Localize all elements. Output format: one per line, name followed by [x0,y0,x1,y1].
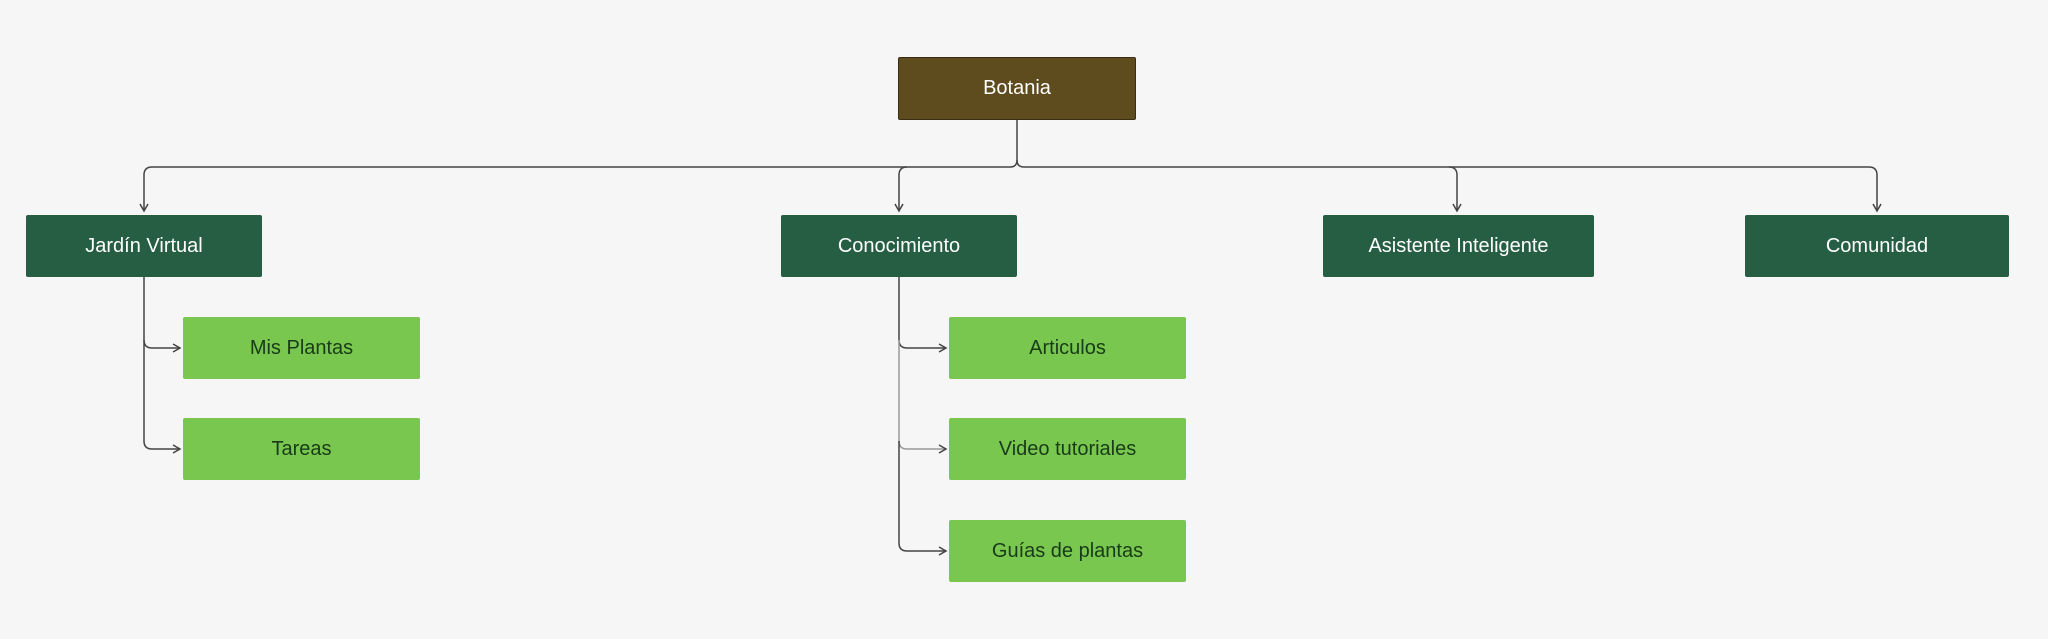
section-node-comunidad[interactable]: Comunidad [1745,215,2009,277]
node-label: Comunidad [1825,234,1929,257]
section-node-conocimiento[interactable]: Conocimiento [781,215,1017,277]
node-label: Articulos [1029,336,1106,359]
node-label: Video tutoriales [998,437,1137,460]
leaf-node-video-tutoriales[interactable]: Video tutoriales [949,418,1186,480]
root-node-botania[interactable]: Botania [898,57,1136,120]
connector-asistente [1448,166,1462,213]
connector-conoc-guias [898,441,948,556]
leaf-node-guias-de-plantas[interactable]: Guías de plantas [949,520,1186,582]
connector-root-bus [139,120,1018,213]
node-label: Asistente Inteligente [1368,234,1549,257]
connector-jardin-mis-plantas [143,277,182,353]
connector-root-conocimiento [1016,159,1882,213]
connector-jardin-tareas [143,340,182,454]
connector-conoc-video [898,340,948,454]
node-label: Tareas [271,437,332,460]
node-label: Conocimiento [837,234,961,257]
leaf-node-articulos[interactable]: Articulos [949,317,1186,379]
leaf-node-mis-plantas[interactable]: Mis Plantas [183,317,420,379]
node-label: Mis Plantas [249,336,354,359]
node-label: Botania [983,77,1051,99]
connector-conocimiento [894,166,908,213]
section-node-jardin-virtual[interactable]: Jardín Virtual [26,215,262,277]
connector-conoc-articulos [898,277,948,353]
node-label: Jardín Virtual [85,234,203,257]
node-label: Guías de plantas [991,539,1144,562]
leaf-node-tareas[interactable]: Tareas [183,418,420,480]
section-node-asistente-inteligente[interactable]: Asistente Inteligente [1323,215,1594,277]
